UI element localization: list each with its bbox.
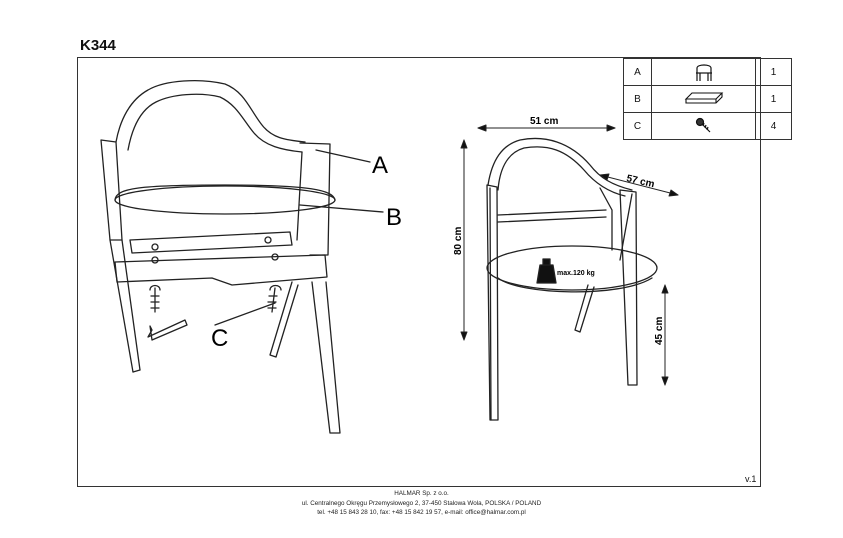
part-qty: 1 [755,58,792,86]
dimension-lines [460,124,679,386]
version-label: v.1 [745,474,757,484]
parts-row: A 1 [623,58,792,86]
dim-height: 80 cm [453,227,464,255]
dim-width: 51 cm [530,116,558,127]
chair-frame-icon [695,64,712,81]
part-image [651,58,756,86]
dim-seat-height: 45 cm [654,317,665,345]
callout-b: B [386,204,402,231]
weight-icon [536,258,557,284]
max-load: max.120 kg [557,270,595,277]
seat-cushion-icon [684,92,723,104]
footer-address: ul. Centralnego Okręgu Przemysłowego 2, … [301,499,542,507]
drawing-frame [77,57,761,487]
callout-a: A [372,152,388,179]
parts-row: C 4 [623,112,792,140]
model-code: K344 [80,37,116,54]
bolt-icon [695,117,710,133]
callout-c: C [211,325,228,352]
part-image [651,112,756,140]
part-letter: C [623,112,652,140]
parts-table: A 1 B 1 C [623,58,792,140]
part-image [651,85,756,113]
footer-company: HALMAR Sp. z o.o. [394,490,449,497]
parts-row: B 1 [623,85,792,113]
footer: HALMAR Sp. z o.o. ul. Centralnego Okręgu… [0,489,843,518]
part-qty: 4 [755,112,792,140]
chair-exploded-view [100,80,341,434]
part-qty: 1 [755,85,792,113]
part-letter: B [623,85,652,113]
dim-depth: 57 cm [625,173,655,190]
chair-assembled-view [486,137,658,421]
footer-contact: tel. +48 15 843 28 10, fax: +48 15 842 1… [317,509,526,516]
part-letter: A [623,58,652,86]
